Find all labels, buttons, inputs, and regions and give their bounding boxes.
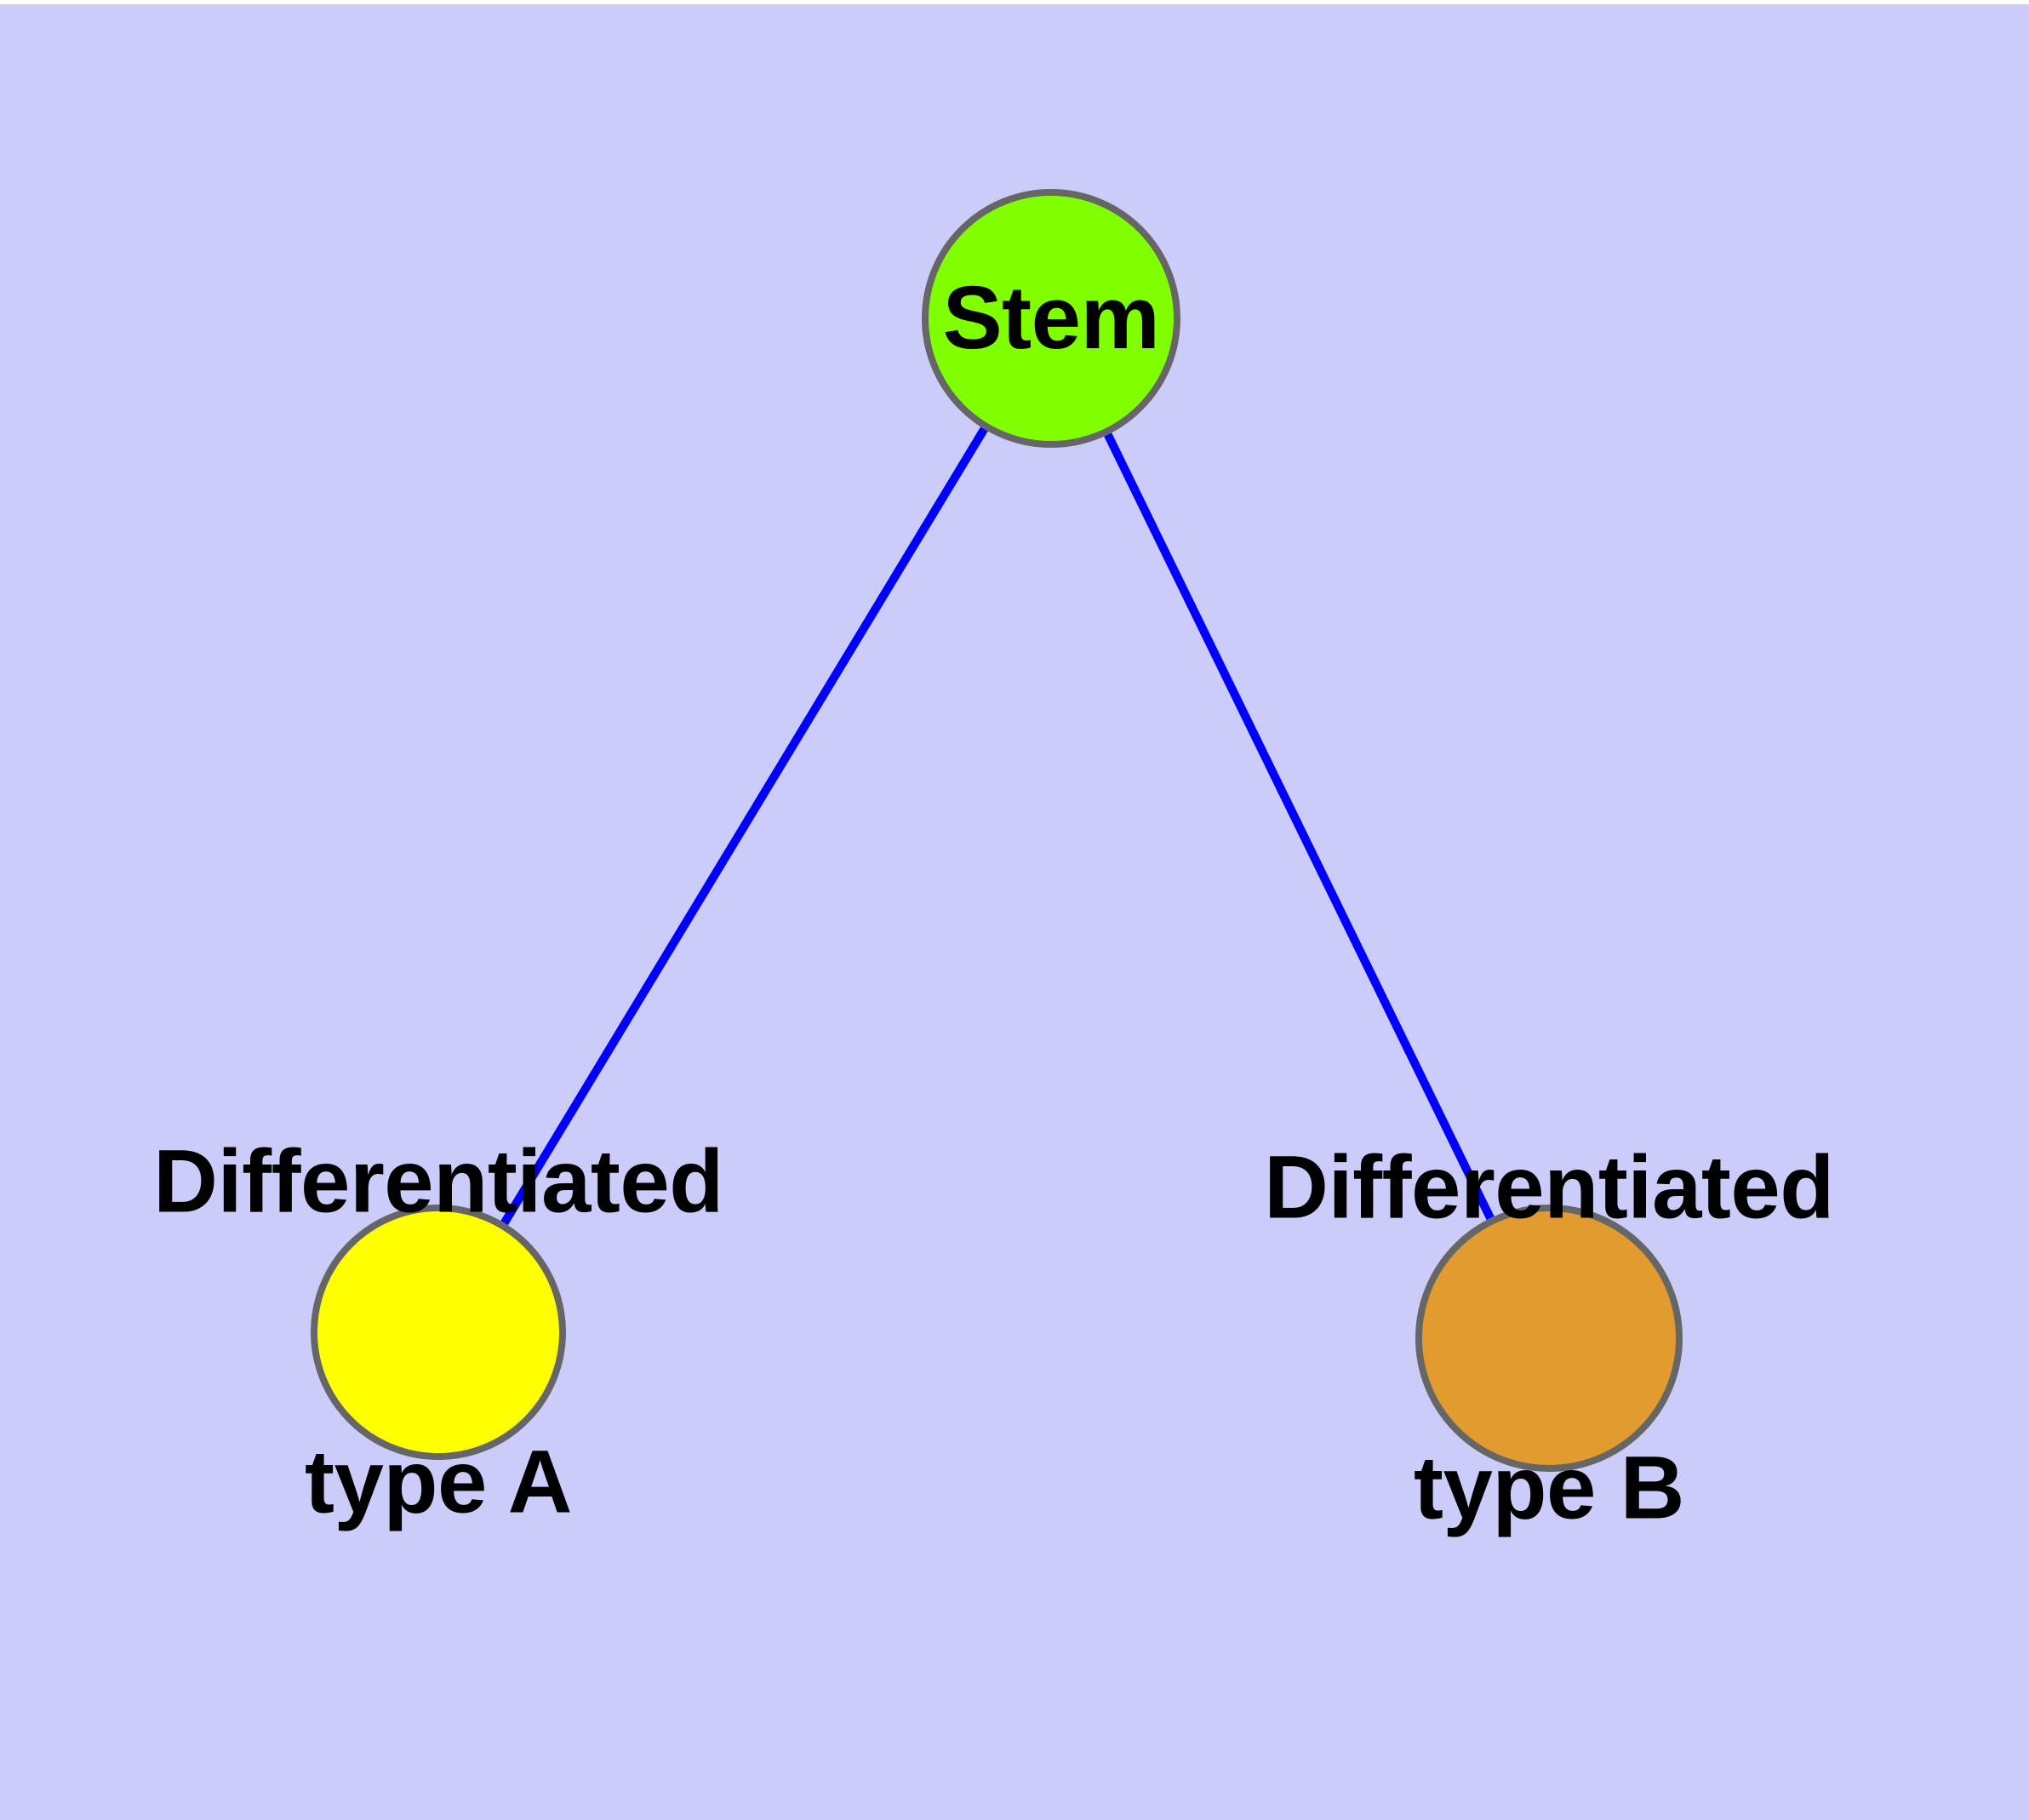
node-differentiated-type-b[interactable]: [1415, 1205, 1683, 1472]
edge-stem-to-diff-b: [1104, 432, 1495, 1221]
edge-stem-to-diff-a: [500, 426, 988, 1226]
edge-layer: [500, 426, 1495, 1226]
node-layer: [311, 189, 1683, 1472]
node-differentiated-type-a[interactable]: [311, 1205, 566, 1460]
node-stem[interactable]: [922, 189, 1180, 448]
